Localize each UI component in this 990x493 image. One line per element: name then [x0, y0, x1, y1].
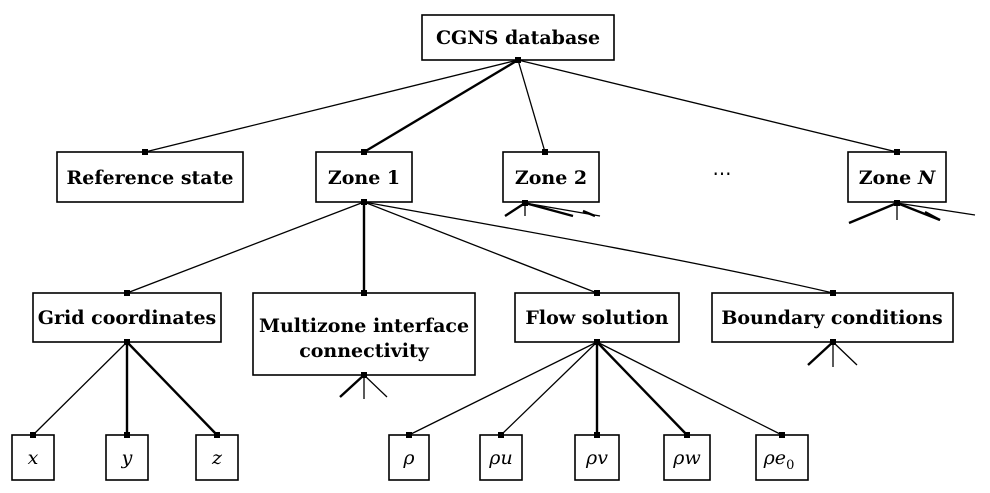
leaf-rho: ρ: [388, 434, 430, 481]
leaf-rho-e0-subscript: 0: [786, 458, 794, 473]
root-node: CGNS database: [421, 14, 615, 61]
connection-dots: [30, 57, 900, 438]
boundary-conditions-label: Boundary conditions: [721, 307, 942, 329]
leaf-rho-e0-main: ρe: [763, 447, 786, 469]
leaf-z: z: [195, 434, 239, 481]
zoneN-variable: N: [917, 167, 936, 189]
zoneN-node: Zone N: [847, 151, 947, 203]
leaf-rho-label: ρ: [402, 447, 415, 469]
leaf-y-label: y: [121, 447, 133, 469]
edge-grid-z: [126, 341, 218, 436]
grid-coordinates-node: Grid coordinates: [32, 292, 222, 343]
leaf-rho-e0-label: ρe0: [763, 447, 795, 473]
edge-root-zone2: [517, 59, 546, 153]
flow-solution-label: Flow solution: [525, 307, 668, 329]
edge-grid-x: [32, 341, 128, 436]
edge-zone1-grid: [126, 201, 365, 294]
reference-state-node: Reference state: [56, 151, 244, 203]
zone2-stub-fan: [504, 201, 601, 218]
leaf-rho-u: ρu: [479, 434, 523, 481]
edge-zone1-boundary: [363, 201, 834, 294]
leaf-rho-e0: ρe0: [755, 434, 809, 481]
reference-state-label: Reference state: [67, 167, 234, 189]
multizone-label-line1: Multizone interface: [259, 315, 469, 337]
zone1-label: Zone 1: [328, 167, 400, 189]
boundary-conditions-node: Boundary conditions: [711, 292, 954, 343]
zoneN-label: Zone N: [859, 167, 936, 189]
edge-root-zone1: [363, 58, 519, 154]
ellipsis-label: ⋯: [713, 163, 732, 185]
edge-flow-rhow: [596, 341, 688, 436]
leaf-rho-w: ρw: [663, 434, 711, 481]
leaf-z-label: z: [211, 447, 223, 469]
leaf-rho-v-label: ρv: [585, 447, 608, 469]
multizone-label-line2: connectivity: [299, 340, 430, 362]
multizone-node: Multizone interface connectivity: [252, 292, 476, 376]
zone2-label: Zone 2: [515, 167, 587, 189]
edge-flow-rhou: [500, 341, 598, 436]
leaf-rho-v: ρv: [574, 434, 620, 481]
zone1-node: Zone 1: [315, 151, 413, 203]
leaf-rho-w-label: ρw: [672, 447, 700, 469]
leaf-x: x: [11, 434, 55, 481]
leaf-rho-u-label: ρu: [488, 447, 512, 469]
grid-coordinates-label: Grid coordinates: [38, 307, 216, 329]
root-label: CGNS database: [436, 27, 600, 49]
leaf-y: y: [105, 434, 149, 481]
zoneN-stub-fan: [848, 201, 976, 225]
edge-flow-rho: [408, 341, 598, 436]
boundary-stub-fan: [807, 341, 858, 367]
zone2-node: Zone 2: [502, 151, 600, 203]
leaf-x-label: x: [28, 447, 39, 469]
zoneN-prefix: Zone: [859, 167, 918, 189]
edge-root-reference: [144, 59, 519, 153]
edge-root-zoneN: [517, 59, 898, 153]
edge-zone1-flow: [363, 201, 598, 294]
multizone-stub-fan: [339, 374, 388, 399]
tree-edges: [32, 58, 976, 436]
edge-flow-rhoe: [596, 341, 783, 436]
flow-solution-node: Flow solution: [514, 292, 680, 343]
